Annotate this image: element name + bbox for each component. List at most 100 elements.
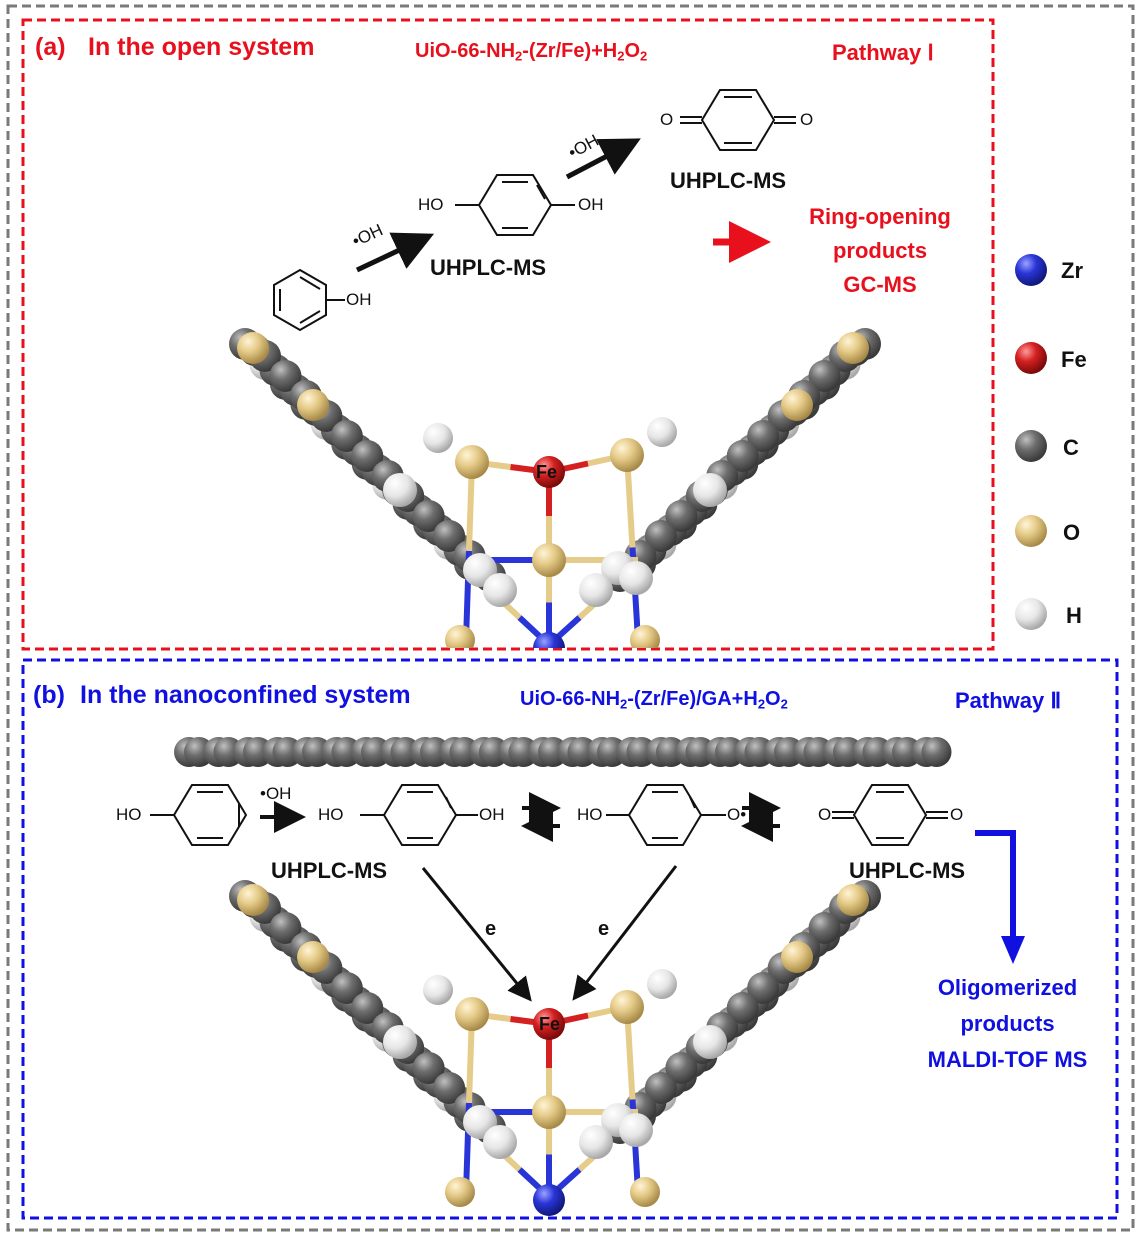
- phenol-structure-b: [150, 784, 248, 846]
- benzoquinone-structure-a: [680, 89, 796, 151]
- c-atom: [665, 1052, 698, 1084]
- benzoquinone-structure-b: [832, 784, 948, 846]
- h-atom: [383, 1025, 417, 1059]
- o-atom: [237, 332, 269, 364]
- o-atom: [455, 997, 489, 1031]
- semiquinone-o-radical: O•: [727, 805, 747, 824]
- h-atom: [693, 473, 727, 507]
- oligomerized-products: Oligomerized products MALDI-TOF MS: [900, 970, 1115, 1078]
- semiquinone-structure: [606, 784, 726, 846]
- benzoquinone-o-right-a: O: [800, 110, 814, 129]
- o-atom: [837, 884, 869, 916]
- benzoquinone-o-right-b: O: [950, 805, 964, 824]
- h-atom: [483, 573, 517, 607]
- c-atom: [808, 360, 841, 392]
- legend-zr: Zr: [1061, 258, 1083, 283]
- hydroquinone-oh-a: OH: [578, 195, 604, 214]
- c-atom: [808, 912, 841, 944]
- equilibrium-arrow-2: [741, 792, 781, 842]
- c-atom: [351, 440, 384, 472]
- panel-b-system-formula: UiO-66-NH2-(Zr/Fe)/GA+H2O2: [520, 688, 788, 712]
- ring-opening-line1: Ring-opening: [809, 204, 951, 229]
- hydroquinone-ho-a: HO: [418, 195, 444, 214]
- phenol-oh-label: OH: [346, 290, 372, 309]
- benzoquinone-method-a: UHPLC-MS: [670, 168, 787, 193]
- electron-arrow-left: [421, 867, 532, 1002]
- hydroquinone-ho-b: HO: [318, 805, 344, 824]
- fe-atom: [533, 1008, 565, 1040]
- c-atom: [665, 500, 698, 532]
- h-atom: [579, 573, 613, 607]
- legend-o: O: [1063, 520, 1081, 545]
- c-atom: [412, 500, 445, 532]
- step2-arrow-a: [565, 138, 641, 180]
- h-atom: [483, 1125, 517, 1159]
- h-atom: [693, 1025, 727, 1059]
- o-atom: [532, 543, 566, 577]
- c-atom: [433, 520, 466, 552]
- o-atom: [781, 389, 813, 421]
- electron-label-left: e: [485, 918, 497, 940]
- h-atom: [423, 975, 453, 1005]
- hydroquinone-oh-b: OH: [479, 805, 505, 824]
- benzoquinone-method-b: UHPLC-MS: [849, 858, 966, 883]
- h-atom: [647, 417, 677, 447]
- panel-a-system-formula: UiO-66-NH2-(Zr/Fe)+H2O2: [415, 40, 648, 64]
- o-atom: [610, 990, 644, 1024]
- o-atom: [445, 1177, 475, 1207]
- electron-arrow-right: [572, 865, 678, 1001]
- legend-fe: Fe: [1061, 347, 1087, 372]
- legend-h-sphere: [1015, 598, 1047, 630]
- semiquinone-ho: HO: [577, 805, 603, 824]
- electron-label-right: e: [598, 918, 610, 940]
- o-atom: [630, 625, 660, 648]
- panel-b-title: In the nanoconfined system: [80, 681, 411, 709]
- phenol-ho-b: HO: [116, 805, 142, 824]
- h-atom: [619, 1113, 653, 1147]
- legend-h: H: [1066, 603, 1082, 628]
- oligomerized-method: MALDI-TOF MS: [927, 1047, 1088, 1072]
- equilibrium-arrow-1: [521, 792, 561, 842]
- phenol-structure: [273, 268, 345, 332]
- oligomerization-arrow: [975, 830, 1016, 938]
- fe-atom-label-b: Fe: [539, 1014, 561, 1034]
- legend-zr-sphere: [1015, 254, 1047, 286]
- mof-cluster-b: [229, 880, 881, 1216]
- legend-c-sphere: [1015, 430, 1047, 462]
- fe-atom-label-a: Fe: [536, 462, 558, 482]
- o-atom: [445, 625, 475, 648]
- legend: [1015, 254, 1047, 630]
- c-atom: [726, 440, 759, 472]
- c-atom: [330, 420, 363, 452]
- zr-atom: [533, 1184, 565, 1216]
- o-atom: [297, 389, 329, 421]
- hydroquinone-method-b: UHPLC-MS: [271, 858, 388, 883]
- oligomerization-arrowhead: [1001, 936, 1025, 964]
- c-atom: [269, 360, 302, 392]
- o-atom: [237, 884, 269, 916]
- panel-b-pathway: Pathway Ⅱ: [955, 688, 1062, 713]
- o-atom: [455, 445, 489, 479]
- c-atom: [726, 992, 759, 1024]
- o-atom: [610, 438, 644, 472]
- c-atom: [921, 737, 952, 767]
- ring-opening-products: Ring-opening products GC-MS: [780, 200, 980, 302]
- oligomerized-line2: products: [960, 1011, 1055, 1036]
- oligomerized-line1: Oligomerized: [937, 975, 1078, 1000]
- outer-frame: [6, 4, 1135, 1232]
- benzoquinone-o-left-b: O: [818, 805, 832, 824]
- h-atom: [647, 969, 677, 999]
- panel-b-frame: [21, 658, 1119, 1220]
- h-atom: [619, 561, 653, 595]
- hydroquinone-structure-a: [455, 174, 575, 236]
- o-atom: [781, 941, 813, 973]
- o-atom: [297, 941, 329, 973]
- h-atom: [383, 473, 417, 507]
- legend-c: C: [1063, 435, 1079, 460]
- zr-atom: [533, 632, 565, 648]
- panel-a-label: (a): [35, 33, 66, 61]
- c-atom: [644, 1072, 677, 1104]
- o-atom: [837, 332, 869, 364]
- ring-opening-line2: products: [832, 238, 928, 263]
